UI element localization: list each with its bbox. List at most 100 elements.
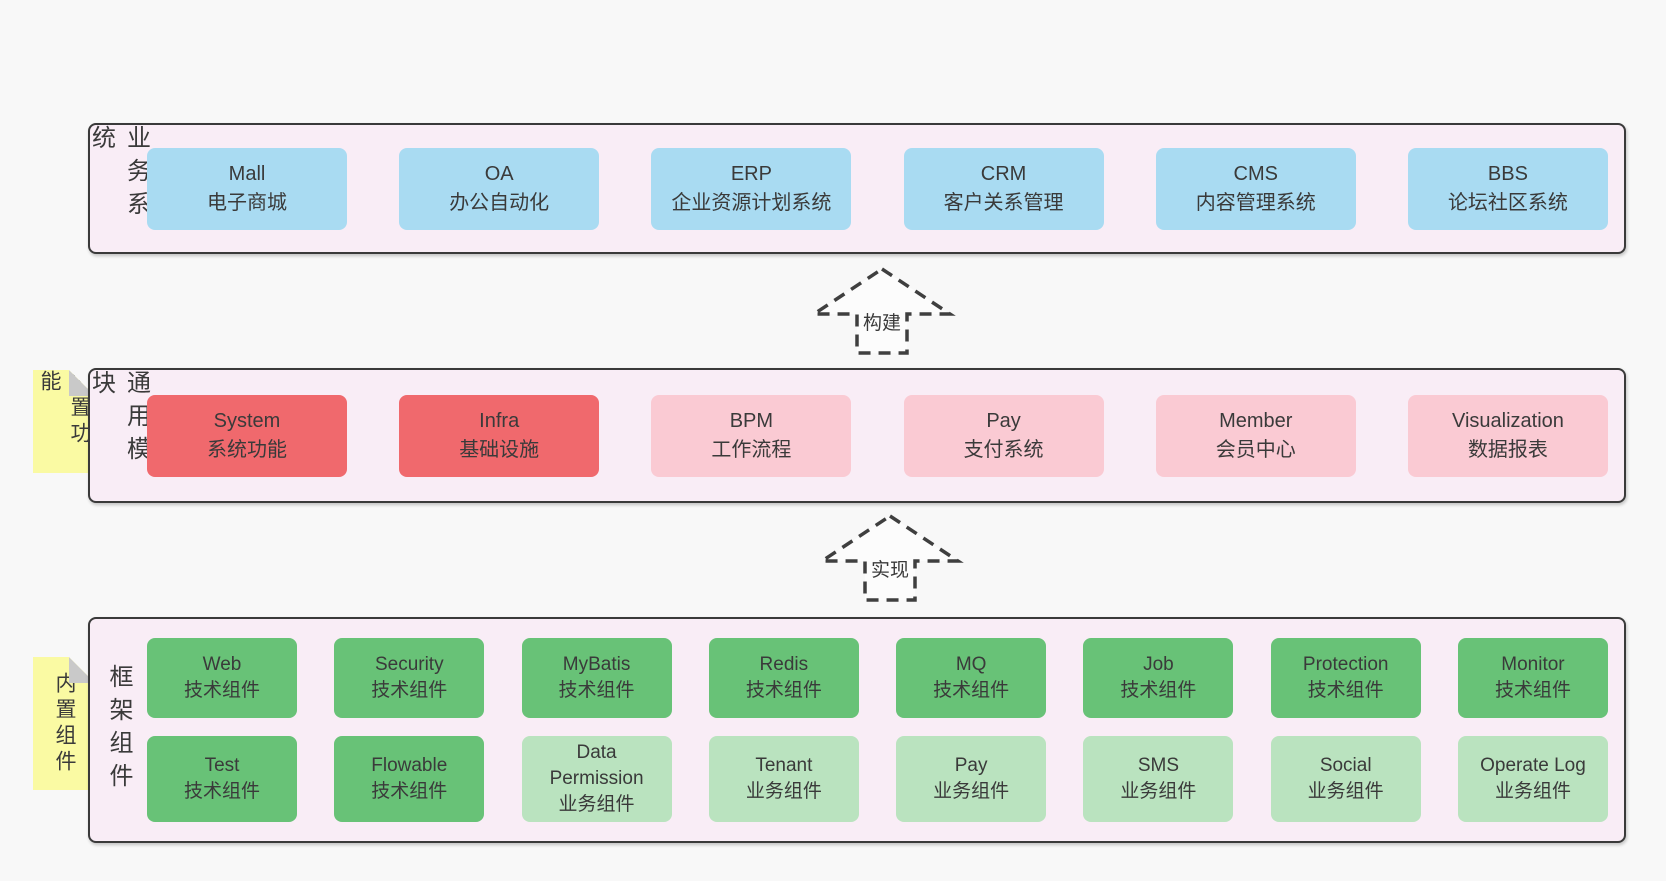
dashed-up-arrow-build: 构建 [808,266,956,356]
band-row: System 系统功能 Infra 基础设施 BPM 工作流程 Pay 支付系统 Member 会… [147,394,1608,477]
note-label: 内置组件 [53,671,76,776]
module-name: Data Permission [549,742,644,790]
module-description: 支付系统 [963,438,1044,461]
module-box-test: Test 技术组件 [147,736,297,823]
module-name: CRM [980,162,1027,185]
module-box-operate-log: Operate Log 业务组件 [1457,736,1608,823]
module-name: OA [484,162,514,185]
module-description: 技术组件 [371,679,448,701]
module-description: 技术组件 [1120,679,1197,701]
module-name: BPM [729,409,774,432]
module-box-member: Member 会员中心 [1155,394,1356,477]
module-box-system: System 系统功能 [147,394,347,477]
module-description: 基础设施 [459,438,540,461]
module-box-erp: ERP 企业资源计划系统 [651,147,852,230]
module-description: 技术组件 [183,679,260,701]
module-description: 业务组件 [1307,781,1384,803]
module-box-social: Social 业务组件 [1270,736,1421,823]
module-box-pay: Pay 业务组件 [896,736,1047,823]
band-title: 框架组件 [105,664,132,796]
module-name: CMS [1233,162,1278,185]
module-name: Member [1219,409,1293,432]
module-description: 技术组件 [1494,679,1571,701]
module-description: 技术组件 [933,679,1010,701]
module-box-flowable: Flowable 技术组件 [334,736,485,823]
module-name: Tenant [755,755,813,777]
module-description: 技术组件 [1307,679,1384,701]
module-description: 会员中心 [1215,438,1296,461]
module-description: 技术组件 [745,679,822,701]
module-description: 业务组件 [558,794,635,816]
module-description: 工作流程 [711,438,792,461]
module-name: Protection [1302,653,1389,675]
module-description: 数据报表 [1467,438,1548,461]
module-box-monitor: Monitor 技术组件 [1457,637,1608,718]
module-name: Job [1143,653,1174,675]
module-name: Visualization [1451,409,1564,432]
module-box-data-permission: Data Permission 业务组件 [521,736,672,823]
module-box-bpm: BPM 工作流程 [651,394,852,477]
module-box-tenant: Tenant 业务组件 [708,736,859,823]
module-description: 系统功能 [207,438,287,461]
module-name: MQ [955,653,987,675]
module-name: Operate Log [1480,755,1586,777]
module-name: Pay [986,409,1021,432]
module-description: 技术组件 [371,781,448,803]
module-description: 业务组件 [745,781,822,803]
sticky-note-built-in-components: 内置组件 [33,657,95,790]
module-name: Flowable [371,755,448,777]
module-name: Monitor [1501,653,1565,675]
module-description: 业务组件 [1120,781,1197,803]
module-description: 客户关系管理 [943,191,1064,214]
module-box-mq: MQ 技术组件 [896,637,1047,718]
module-description: 企业资源计划系统 [671,191,832,214]
band-title: 通用模块 [87,370,150,469]
module-box-job: Job 技术组件 [1083,637,1234,718]
module-name: Infra [479,409,520,432]
module-name: ERP [730,162,772,185]
band-common-modules: 通用模块 System 系统功能 Infra 基础设施 BPM 工作流程 Pay 支付系统 Me… [88,368,1626,503]
module-description: 业务组件 [933,781,1010,803]
band-title: 业务系统 [87,125,150,224]
module-box-visualization: Visualization 数据报表 [1407,394,1608,477]
arrow-label: 构建 [859,308,905,335]
module-box-mall: Mall 电子商城 [147,147,347,230]
module-box-bbs: BBS 论坛社区系统 [1407,147,1608,230]
module-box-crm: CRM 客户关系管理 [903,147,1104,230]
module-box-mybatis: MyBatis 技术组件 [521,637,672,718]
module-description: 技术组件 [558,679,635,701]
module-name: MyBatis [562,653,631,675]
module-name: System [213,409,281,432]
module-name: Web [202,653,242,675]
module-box-sms: SMS 业务组件 [1083,736,1234,823]
module-description: 技术组件 [183,781,260,803]
module-name: Test [204,755,240,777]
module-box-cms: CMS 内容管理系统 [1155,147,1356,230]
module-description: 业务组件 [1494,781,1571,803]
module-description: 论坛社区系统 [1447,191,1568,214]
module-name: Pay [954,755,988,777]
module-name: SMS [1137,755,1179,777]
module-box-infra: Infra 基础设施 [399,394,600,477]
module-name: Social [1319,755,1372,777]
module-name: BBS [1487,162,1528,185]
module-name: Mall [228,162,266,185]
module-box-redis: Redis 技术组件 [708,637,859,718]
module-box-security: Security 技术组件 [334,637,485,718]
module-name: Redis [759,653,809,675]
module-box-protection: Protection 技术组件 [1270,637,1421,718]
arrow-label: 实现 [867,555,913,582]
module-description: 电子商城 [207,191,287,214]
dashed-up-arrow-implement: 实现 [816,513,964,603]
module-description: 内容管理系统 [1195,191,1316,214]
module-box-pay: Pay 支付系统 [903,394,1104,477]
module-name: Security [374,653,444,675]
module-box-web: Web 技术组件 [147,637,297,718]
